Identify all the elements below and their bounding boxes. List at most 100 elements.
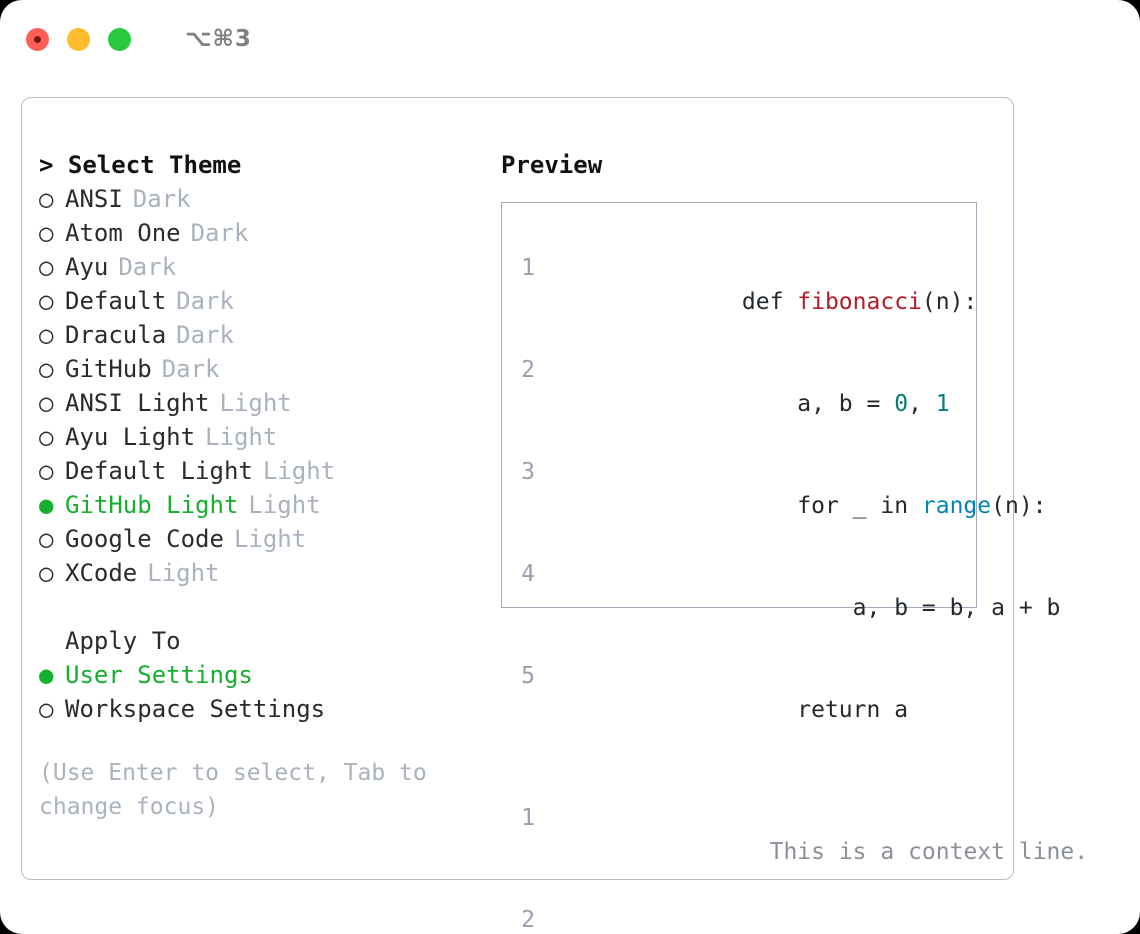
theme-option-tag: Light — [147, 559, 220, 587]
radio-unselected-icon[interactable]: ○ — [39, 389, 54, 417]
theme-picker-column: > Select Theme ○ ANSI Dark ○ Atom One Da… — [39, 148, 489, 824]
theme-option-label: ANSI Light — [65, 389, 210, 417]
theme-option-label: GitHub — [65, 355, 152, 383]
close-window-icon[interactable] — [26, 27, 49, 51]
diff-content: This is a context line. — [548, 801, 1089, 903]
minimize-window-icon[interactable] — [67, 27, 90, 51]
radio-unselected-icon[interactable]: ○ — [39, 185, 54, 213]
preview-column: Preview 1 def fibonacci(n): 2 a, b = 0, … — [501, 148, 1088, 933]
apply-to-option-user-settings[interactable]: ● User Settings — [39, 658, 489, 692]
theme-option-label: Default Light — [65, 457, 253, 485]
theme-option-label: Ayu Light — [65, 423, 196, 451]
code-token: a, b = — [797, 391, 895, 417]
code-line: 3 for _ in range(n): — [502, 455, 1046, 557]
code-token — [742, 595, 853, 621]
theme-option-tag: Dark — [161, 355, 220, 383]
radio-unselected-icon[interactable]: ○ — [39, 321, 54, 349]
line-number: 1 — [521, 805, 535, 831]
line-number: 5 — [521, 663, 535, 689]
theme-option-label: Google Code — [65, 525, 224, 553]
radio-unselected-icon[interactable]: ○ — [39, 695, 54, 723]
code-content: a, b = b, a + b — [548, 557, 1061, 659]
radio-selected-icon[interactable]: ● — [39, 661, 54, 689]
theme-option-tag: Dark — [176, 287, 234, 315]
line-number: 4 — [521, 561, 535, 587]
code-token — [742, 493, 797, 519]
diff-line-context: 1 This is a context line. — [502, 801, 1088, 903]
theme-option-tag: Dark — [132, 185, 191, 213]
code-line: 2 a, b = 0, 1 — [502, 353, 976, 455]
radio-unselected-icon[interactable]: ○ — [39, 559, 54, 587]
radio-selected-icon[interactable]: ● — [39, 491, 54, 519]
code-token: range — [921, 493, 992, 519]
apply-to-option-list: ● User Settings ○ Workspace Settings — [39, 658, 489, 726]
theme-option-label: Atom One — [65, 219, 181, 247]
theme-option-tag: Dark — [118, 253, 177, 281]
theme-option-tag: Light — [262, 457, 336, 485]
theme-option-label: Dracula — [65, 321, 167, 349]
radio-unselected-icon[interactable]: ○ — [39, 355, 54, 383]
code-content: return a — [548, 659, 908, 761]
theme-option-ayu-dark[interactable]: ○ Ayu Dark — [39, 250, 489, 284]
maximize-window-icon[interactable] — [108, 27, 131, 51]
radio-unselected-icon[interactable]: ○ — [39, 525, 54, 553]
theme-option-tag: Light — [219, 389, 292, 417]
keyboard-hint-text: (Use Enter to select, Tab to change focu… — [39, 760, 427, 820]
traffic-lights — [26, 27, 131, 51]
theme-option-label: Default — [65, 287, 167, 315]
radio-unselected-icon[interactable]: ○ — [39, 423, 54, 451]
line-number: 2 — [521, 357, 535, 383]
theme-option-ansi-light[interactable]: ○ ANSI Light Light — [39, 386, 489, 420]
theme-option-list: ○ ANSI Dark ○ Atom One Dark ○ Ayu Dark — [39, 182, 489, 590]
theme-option-dracula-dark[interactable]: ○ Dracula Dark — [39, 318, 489, 352]
line-number: 2 — [521, 907, 535, 933]
code-token: fibonacci — [797, 289, 922, 315]
theme-option-tag: Light — [205, 423, 278, 451]
line-number: 3 — [521, 459, 535, 485]
code-token: , — [908, 391, 936, 417]
theme-option-xcode-light[interactable]: ○ XCode Light — [39, 556, 489, 590]
code-token: def — [741, 289, 798, 315]
code-token: 0 — [894, 391, 909, 417]
radio-unselected-icon[interactable]: ○ — [39, 253, 54, 281]
code-content: for _ in range(n): — [548, 455, 1046, 557]
code-token: 1 — [935, 391, 950, 417]
diff-line-deleted: 2 - This line was deleted. — [502, 903, 976, 934]
code-content: def fibonacci(n): — [548, 251, 977, 353]
theme-option-github-light[interactable]: ● GitHub Light Light — [39, 488, 489, 522]
keyboard-shortcut-label: ⌥⌘3 — [185, 26, 252, 52]
theme-option-google-code-light[interactable]: ○ Google Code Light — [39, 522, 489, 556]
theme-option-tag: Dark — [176, 321, 234, 349]
code-token — [742, 391, 797, 417]
diff-sign — [742, 839, 756, 865]
theme-option-label: XCode — [65, 559, 138, 587]
theme-option-github-dark[interactable]: ○ GitHub Dark — [39, 352, 489, 386]
theme-option-default-light[interactable]: ○ Default Light Light — [39, 454, 489, 488]
line-number: 1 — [521, 255, 535, 281]
code-line: 1 def fibonacci(n): — [502, 251, 977, 353]
code-line: 4 a, b = b, a + b — [502, 557, 1060, 659]
theme-option-tag: Dark — [190, 219, 249, 247]
radio-unselected-icon[interactable]: ○ — [39, 457, 54, 485]
theme-option-ansi-dark[interactable]: ○ ANSI Dark — [39, 182, 489, 216]
radio-unselected-icon[interactable]: ○ — [39, 287, 54, 315]
preview-code-box: 1 def fibonacci(n): 2 a, b = 0, 1 3 — [501, 202, 1088, 933]
title-bar: ⌥⌘3 — [0, 0, 1140, 78]
list-spacer — [39, 590, 489, 624]
select-theme-header: > Select Theme — [39, 151, 242, 179]
code-content: a, b = 0, 1 — [548, 353, 950, 455]
radio-unselected-icon[interactable]: ○ — [39, 219, 54, 247]
code-token: a, b = b, a + b — [852, 595, 1061, 621]
theme-option-atom-one-dark[interactable]: ○ Atom One Dark — [39, 216, 489, 250]
code-line: 5 return a — [502, 659, 976, 761]
theme-option-default-dark[interactable]: ○ Default Dark — [39, 284, 489, 318]
apply-to-header: Apply To — [65, 627, 181, 655]
preview-header: Preview — [501, 151, 603, 179]
theme-option-label: GitHub Light — [65, 491, 239, 519]
apply-to-option-workspace-settings[interactable]: ○ Workspace Settings — [39, 692, 489, 726]
theme-option-ayu-light[interactable]: ○ Ayu Light Light — [39, 420, 489, 454]
diff-text: This is a context line. — [769, 839, 1089, 865]
code-token: return a — [797, 697, 909, 723]
diff-content: - This line was deleted. — [548, 903, 1074, 934]
